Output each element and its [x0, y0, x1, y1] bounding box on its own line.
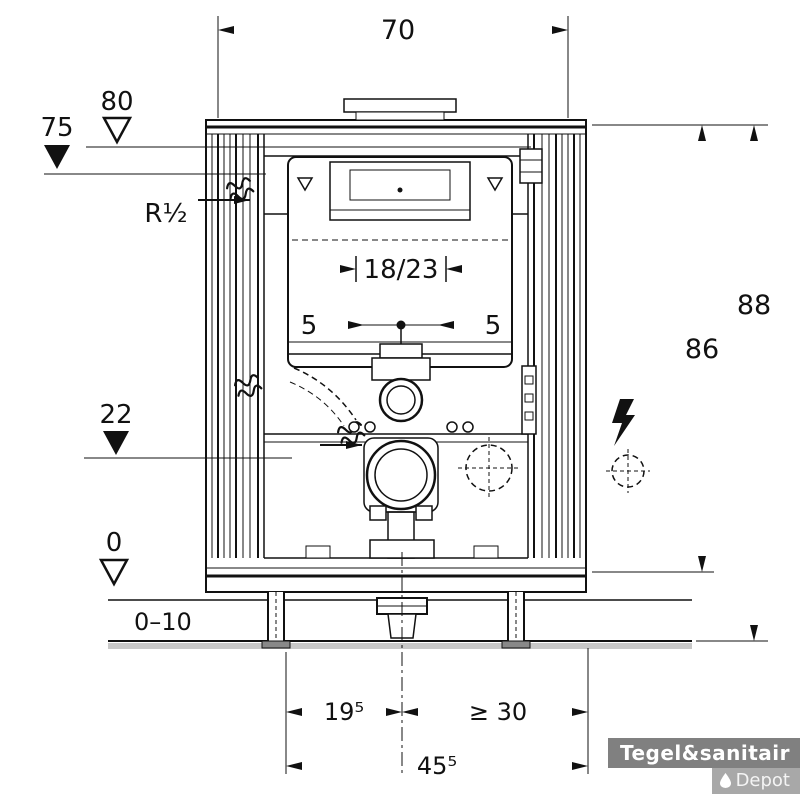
lightning-bolt-icon: [612, 399, 635, 446]
dim-top-width: 70: [217, 15, 569, 118]
dim-bolt-spacing: 18/23: [340, 255, 462, 285]
open-level-triangle-icon: [101, 116, 133, 145]
supply-hose: [232, 367, 367, 449]
dim-offset: 5 5: [301, 311, 502, 344]
watermark-line2-row: Depot: [711, 768, 800, 794]
right-rail: [527, 134, 581, 558]
watermark: Tegel&sanitair Depot: [608, 738, 800, 794]
supply-label: R½: [144, 199, 187, 229]
level-mark-floor: 0 0–10: [98, 528, 192, 636]
open-level-triangle-icon: [98, 558, 130, 587]
level-75-label: 75: [40, 113, 73, 143]
bottom-band-parts: [305, 539, 499, 559]
cistern: [264, 156, 528, 368]
right-foot: [501, 592, 531, 649]
offset-right-label: 5: [485, 311, 502, 341]
watermark-line1: Tegel&sanitair: [608, 738, 800, 768]
dims-bottom: 19⁵ ≥ 30 45⁵: [285, 552, 589, 780]
dist-center-right-label: ≥ 30: [469, 698, 527, 726]
water-supply-connection: R½: [144, 175, 256, 229]
dim-heights-right: 86 88: [592, 124, 771, 642]
left-foot: [261, 592, 291, 649]
right-column-device: [521, 365, 537, 435]
level-0-label: 0: [106, 528, 123, 558]
watermark-line2: Depot: [735, 770, 790, 791]
filled-level-triangle-icon: [103, 431, 129, 455]
top-width-label: 70: [381, 15, 415, 46]
left-rail: [211, 134, 265, 558]
alternative-outlet: [458, 437, 520, 499]
floor-range-label: 0–10: [134, 608, 192, 636]
dist-total-label: 45⁵: [417, 752, 457, 780]
level-22-label: 22: [99, 400, 132, 430]
drain-socket: [363, 437, 439, 559]
bolt-spacing-label: 18/23: [364, 255, 439, 285]
electrical-connection: [606, 399, 650, 493]
offset-left-label: 5: [301, 311, 318, 341]
flush-pipe-elbow: [371, 343, 431, 423]
water-drop-icon: [719, 773, 731, 788]
level-80-label: 80: [100, 87, 133, 117]
level-mark-outlet: 22: [84, 400, 292, 459]
frame-height-label: 86: [685, 334, 719, 365]
fixing-holes: [348, 421, 474, 433]
filled-level-triangle-icon: [44, 145, 70, 169]
dist-center-left-label: 19⁵: [324, 698, 364, 726]
total-height-label: 88: [737, 290, 771, 321]
level-marks-flush: 80 75: [40, 87, 543, 184]
